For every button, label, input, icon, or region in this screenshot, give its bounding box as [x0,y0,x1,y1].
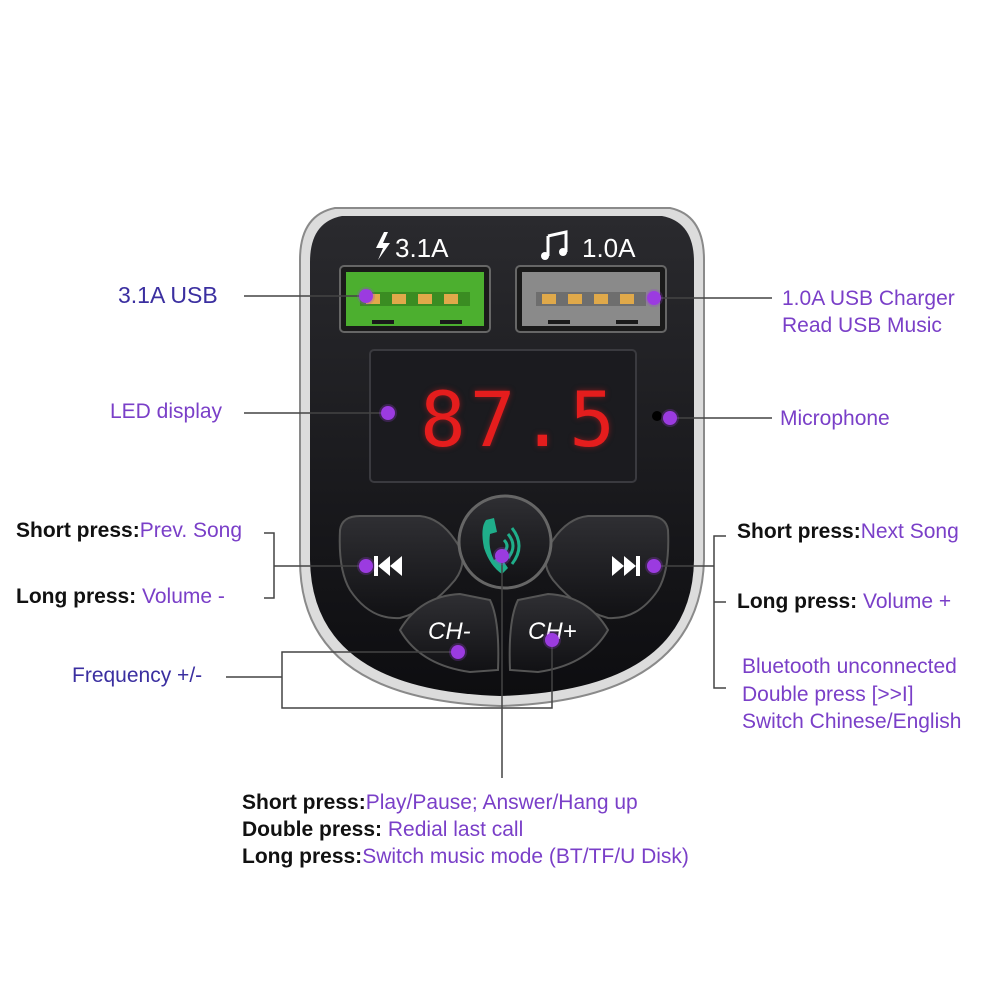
led-frequency-readout: 87.5 [420,375,620,464]
marker-center [495,549,509,563]
callout-next-short: Short press:Next Song [737,521,959,542]
callout-center-long-key: Long press: [242,845,363,868]
callout-next-short-key: Short press: [737,520,861,543]
port-rating-right: 1.0A [582,233,636,263]
callout-next-long: Long press: Volume + [737,591,951,612]
callout-bt-line3: Switch Chinese/English [742,710,962,733]
port-rating-left: 3.1A [395,233,449,263]
callout-center-short-val: Play/Pause; Answer/Hang up [365,791,638,814]
marker-prev [359,559,373,573]
callout-prev-long: Long press: Volume - [16,586,225,607]
callout-center-long: Long press:Switch music mode (BT/TF/U Di… [242,846,689,867]
callout-prev-long-key: Long press: [16,585,137,608]
callout-usb31: 3.1A USB [118,282,218,308]
marker-ch-plus [545,633,559,647]
callout-prev-short: Short press:Prev. Song [16,520,242,541]
ch-plus-button [508,592,610,674]
callout-mic: Microphone [780,407,890,430]
marker-usb10 [647,291,661,305]
marker-mic [663,411,677,425]
led-display-panel [369,349,637,483]
callout-center-long-val: Switch music mode (BT/TF/U Disk) [362,845,689,868]
callout-next-short-val: Next Song [860,520,959,543]
callout-center-double-val: Redial last call [387,818,524,841]
ch-minus-label: CH- [428,618,471,645]
music-note-icon [546,230,568,256]
leader-lines [226,295,772,778]
callout-prev-short-val: Prev. Song [139,519,243,542]
lightning-icon [376,232,390,260]
callout-usb10-line1: 1.0A USB Charger [782,287,955,310]
callout-center-short: Short press:Play/Pause; Answer/Hang up [242,792,638,813]
marker-next [647,559,661,573]
marker-usb31 [359,289,373,303]
next-track-icon [612,556,640,576]
prev-track-icon [374,556,402,576]
callout-center-short-key: Short press: [242,791,366,814]
callout-frequency: Frequency +/- [72,664,203,687]
callout-bt-line1: Bluetooth unconnected [742,655,957,678]
callout-prev-long-val: Volume - [142,585,225,608]
callout-led: LED display [110,400,223,423]
next-button [544,515,670,620]
marker-ch-minus [451,645,465,659]
callout-bt-line2: Double press [>>I] [742,683,914,706]
marker-led [381,406,395,420]
callout-next-long-val: Volume + [863,590,952,613]
callout-prev-short-key: Short press: [16,519,140,542]
callout-center-double-key: Double press: [242,818,383,841]
callout-center-double: Double press: Redial last call [242,819,523,840]
callout-next-long-key: Long press: [737,590,858,613]
microphone-hole [652,411,662,421]
callout-usb10-line2: Read USB Music [782,314,942,337]
